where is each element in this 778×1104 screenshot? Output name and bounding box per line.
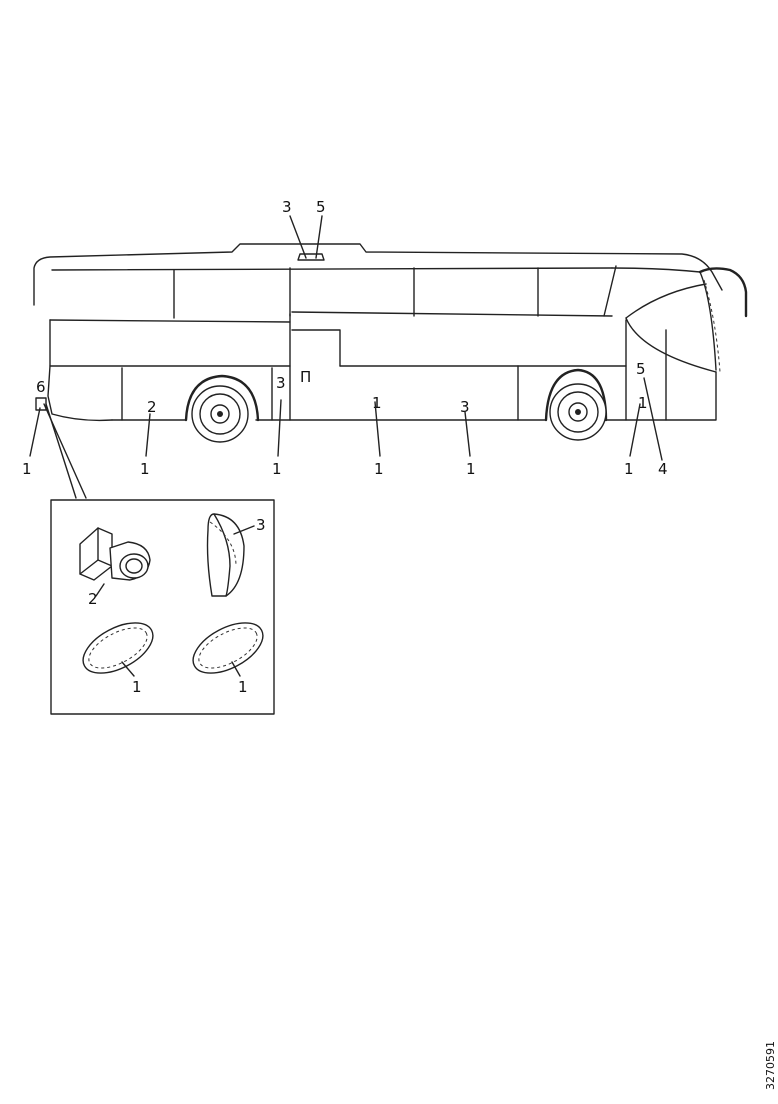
marker-box-door: П: [300, 368, 311, 386]
windscreen-lower: [625, 317, 717, 373]
windscreen-frame: [611, 267, 717, 371]
windscreen-curve: [625, 283, 707, 319]
detail-frame: [50, 499, 275, 715]
rear-wheel-arch: [184, 374, 260, 422]
callout-1-front: 1: [624, 460, 634, 478]
belt-line-right: [291, 311, 613, 317]
callout-1-mid-2: 1: [466, 460, 476, 478]
marker-door: 3: [276, 374, 286, 392]
front-panel: [625, 319, 717, 421]
detail-box: 2 3 1 1: [50, 499, 275, 715]
marker-mid-2: 3: [460, 398, 470, 416]
detail-bracket-lamp: [79, 527, 151, 597]
marker-mid: 1: [372, 394, 382, 412]
belt-line-left: [49, 319, 291, 323]
window-band-top: [51, 267, 613, 271]
callout-4-front: 4: [658, 460, 668, 478]
marker-front-lower: 1: [638, 394, 648, 412]
callout-1-luggage: 1: [140, 460, 150, 478]
marker-rear: 6: [36, 378, 46, 396]
rear-end: [47, 319, 113, 422]
callout-1-mid: 1: [374, 460, 384, 478]
bus-side-view: [33, 243, 748, 422]
front-wheel-arch: [544, 368, 608, 422]
roof-outline: [33, 243, 723, 306]
callout-3-roof: 3: [282, 198, 292, 216]
callouts: 1 1 1 1 1 1 4 3 5: [22, 198, 668, 478]
leader-lines: [29, 215, 663, 499]
marker-front: 5: [636, 360, 646, 378]
rear-wheel: [191, 385, 249, 443]
windscreen-edge-dashed: [703, 279, 721, 373]
detail-callout-1-left: 1: [132, 678, 142, 696]
detail-oval-marker-right: [192, 622, 264, 677]
marker-luggage-1: 2: [147, 398, 157, 416]
roof-hatch: [297, 253, 325, 261]
drawing-reference: 3270591: [752, 1030, 777, 1090]
detail-callout-2: 2: [88, 590, 98, 608]
detail-callout-3: 3: [256, 516, 266, 534]
front-wheel: [549, 383, 607, 441]
detail-callout-1-right: 1: [238, 678, 248, 696]
callout-5-roof: 5: [316, 198, 326, 216]
a-pillar: [603, 265, 617, 317]
service-line-upper: [291, 329, 341, 367]
mirror-arm: [698, 267, 748, 318]
detail-marker-lamp: [206, 513, 255, 597]
detail-oval-marker-left: [82, 622, 154, 677]
drawing-reference-number: 3270591: [764, 1041, 777, 1090]
side-markers: 6 2 3 П 1 3 5 1: [35, 360, 648, 416]
callout-1-rear: 1: [22, 460, 32, 478]
callout-1-behind-wheel: 1: [272, 460, 282, 478]
